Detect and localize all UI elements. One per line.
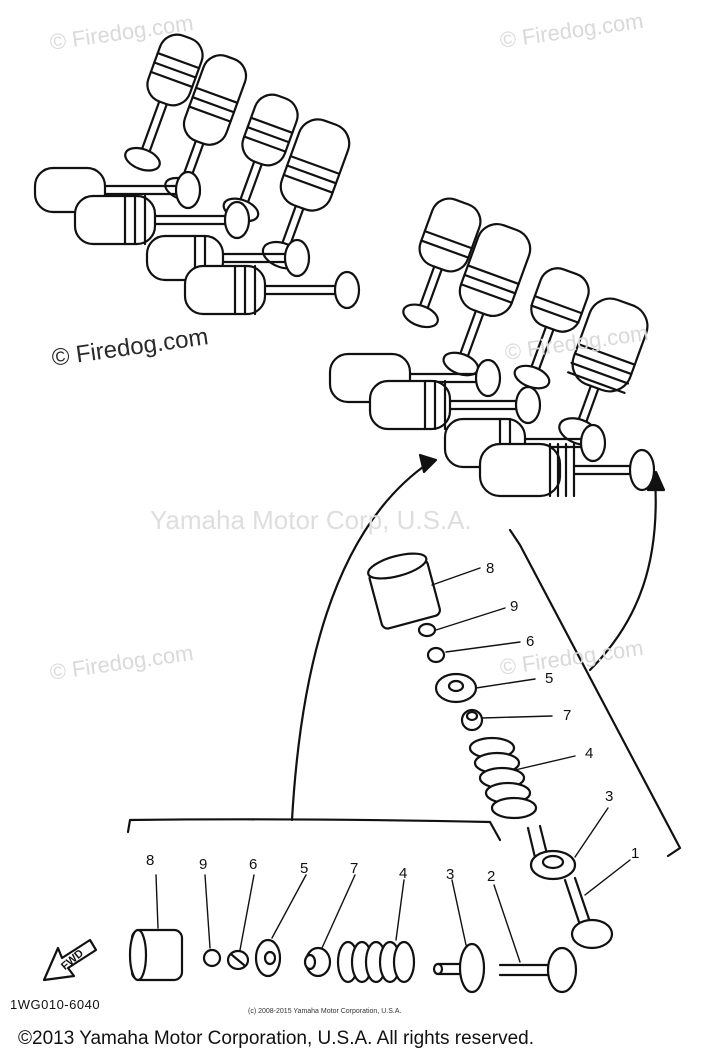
row-adjusting-pad [202,948,222,968]
fwd-arrow-icon [42,938,98,982]
row-valve-cotter [226,949,250,971]
footer-copyright: ©2013 Yamaha Motor Corporation, U.S.A. A… [18,1028,534,1049]
valve-lifter [367,552,441,630]
diagram-part-code: 1WG010-6040 [10,997,101,1012]
callout-stack-9: 9 [510,598,519,615]
callout-stack-4: 4 [585,745,594,762]
row-valve-lifter [128,928,184,982]
parts-row [128,928,578,994]
valve-retainer [434,672,478,704]
spring-seat [526,824,577,881]
adjusting-pad [417,622,437,638]
callout-row-7: 7 [350,860,359,877]
callout-row-4: 4 [399,865,408,882]
row-spring-seat [432,942,486,994]
callout-row-5: 5 [300,860,309,877]
leader-lines-row [155,874,521,963]
callout-stack-3: 3 [605,788,614,805]
arrow-to-right-cluster [588,476,657,672]
exhaust-valve-cluster-left [33,166,361,316]
row-valve [498,946,578,994]
small-copyright: (c) 2008-2015 Yamaha Motor Corporation, … [248,1008,402,1015]
arrow-to-left-cluster [290,460,432,822]
valve-cotter [426,646,446,664]
valve-spring [468,736,538,820]
callout-stack-5: 5 [545,670,554,687]
callout-stack-7: 7 [563,707,572,724]
callout-row-6: 6 [249,856,258,873]
arrow-head-left [418,453,438,474]
parts-row-bracket [126,818,502,842]
callout-row-9: 9 [199,856,208,873]
callout-row-3: 3 [446,866,455,883]
intake-valve-cluster-upper [124,33,351,270]
exhaust-valve-cluster-right [328,352,656,498]
row-valve-spring [336,940,416,984]
exploded-stack-bracket [508,528,682,858]
callout-row-2: 2 [487,868,496,885]
valve [563,876,614,950]
callout-row-8: 8 [146,852,155,869]
exploded-stack [367,552,614,950]
callout-stack-8: 8 [486,560,495,577]
intake-valve-cluster-right [402,197,649,446]
callout-stack-6: 6 [526,633,535,650]
leader-lines-stack [431,567,631,896]
row-stem-seal [303,946,332,978]
row-valve-retainer [254,938,282,978]
watermark-yamaha-corp: Yamaha Motor Corp, U.S.A. [150,505,472,535]
arrow-head-right [646,470,666,492]
stem-seal [460,708,484,732]
callout-stack-1: 1 [631,845,640,862]
